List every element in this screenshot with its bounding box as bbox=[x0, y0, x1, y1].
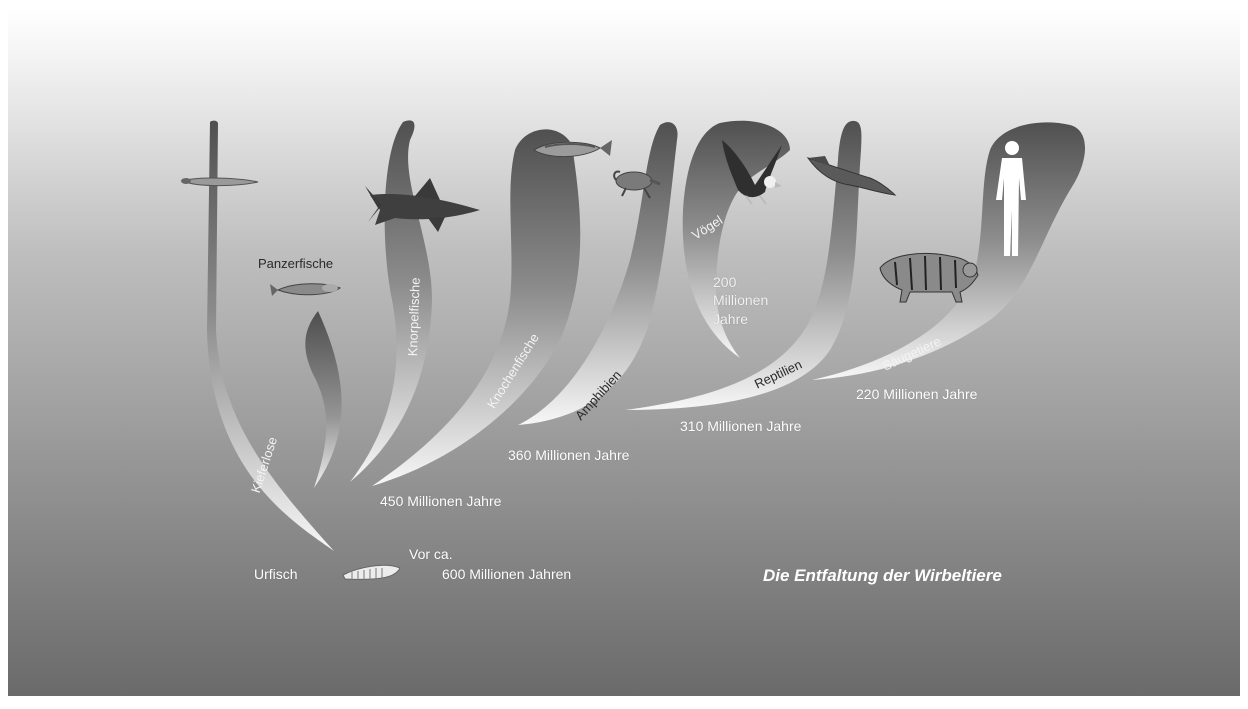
label-knorpelfische: Knorpelfische bbox=[405, 277, 423, 356]
time-450: 450 Millionen Jahre bbox=[380, 493, 501, 509]
time-360: 360 Millionen Jahre bbox=[508, 447, 629, 463]
time-220: 220 Millionen Jahre bbox=[856, 386, 977, 402]
time-200-line2: Millionen bbox=[713, 292, 768, 308]
diagram-title: Die Entfaltung der Wirbeltiere bbox=[763, 566, 1002, 586]
time-310: 310 Millionen Jahre bbox=[680, 418, 801, 434]
origin-time-line1: Vor ca. bbox=[409, 546, 453, 562]
origin-label: Urfisch bbox=[254, 566, 298, 582]
time-200-line3: Jahre bbox=[713, 311, 748, 327]
time-200-line1: 200 bbox=[713, 274, 736, 290]
origin-time-line2: 600 Millionen Jahren bbox=[442, 566, 571, 582]
label-panzerfische: Panzerfische bbox=[258, 256, 333, 271]
